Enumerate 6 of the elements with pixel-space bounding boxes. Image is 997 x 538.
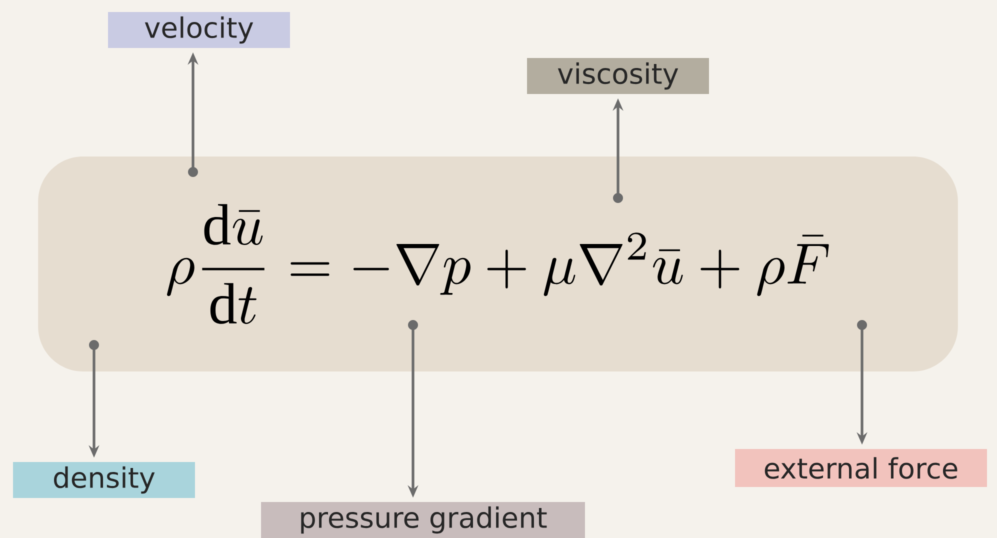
term-label: external force <box>735 449 987 487</box>
term-label: velocity <box>108 12 290 48</box>
term-label: viscosity <box>527 58 709 94</box>
equation-box: $\rho\frac{\mathrm{d}\bar{u}}{\mathrm{d}t} = -\nabla p + \mu\nabla^2\bar{u} + \rho\bar{F}$ <box>38 156 958 372</box>
term-label: pressure gradient <box>261 502 585 538</box>
term-label: density <box>13 462 195 498</box>
